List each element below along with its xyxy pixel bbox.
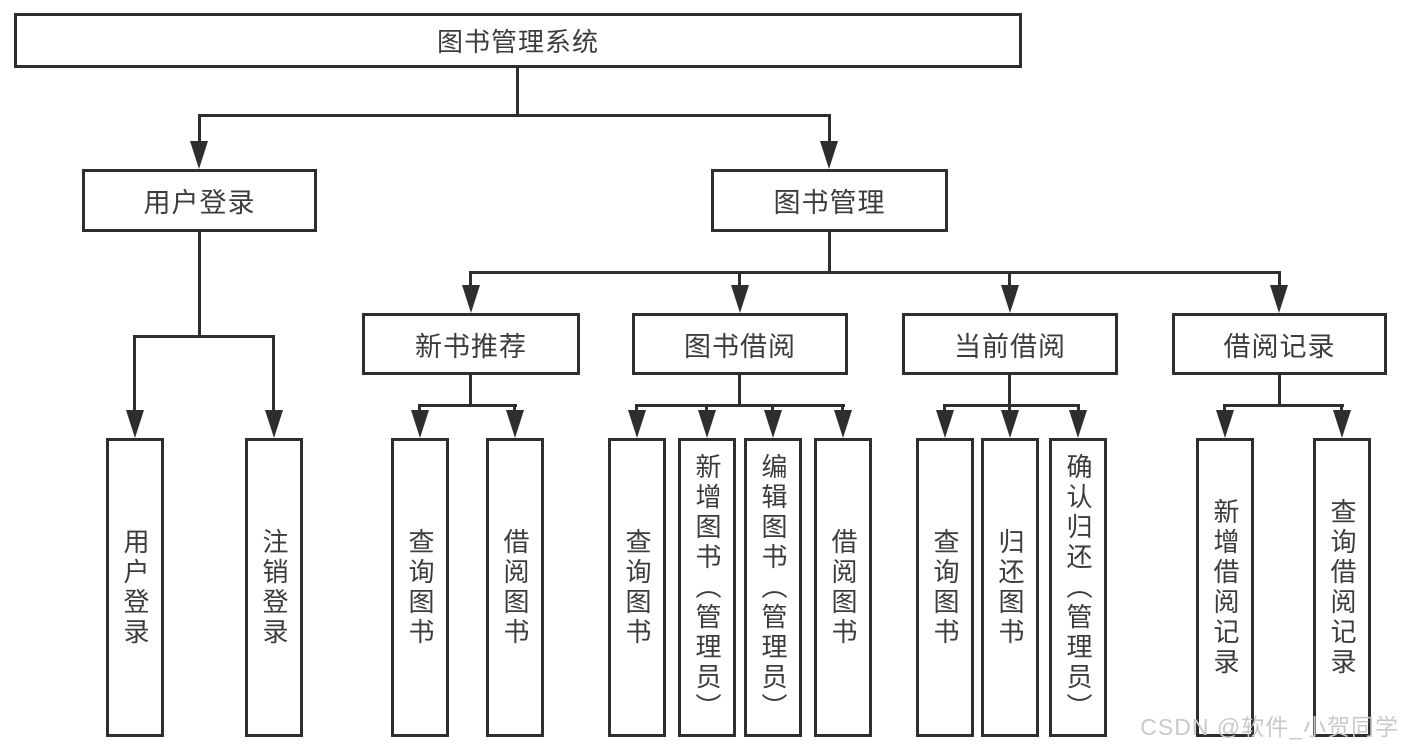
leaf-user-login-label: 用户登录 xyxy=(120,527,150,648)
connector-line xyxy=(469,271,472,287)
arrow-down-icon xyxy=(764,410,782,438)
node-book-management: 图书管理 xyxy=(711,169,948,232)
connector-line xyxy=(469,375,472,407)
leaf-logout-label: 注销登录 xyxy=(259,527,289,648)
leaf-edit-book-admin: 编辑图书（管理员） xyxy=(744,438,802,737)
node-current-borrowing: 当前借阅 xyxy=(902,313,1118,375)
leaf-logout: 注销登录 xyxy=(245,438,303,737)
connector-line xyxy=(1008,271,1011,287)
leaf-query-books-borrowing: 查询图书 xyxy=(608,438,666,737)
connector-line xyxy=(469,271,1281,274)
node-library-management-system: 图书管理系统 xyxy=(14,13,1022,68)
connector-line xyxy=(828,114,831,144)
connector-line xyxy=(516,68,519,117)
connector-line xyxy=(133,335,136,412)
leaf-query-books-recommend-label: 查询图书 xyxy=(405,527,435,648)
leaf-query-books-recommend: 查询图书 xyxy=(391,438,449,737)
connector-line xyxy=(198,114,201,144)
arrow-down-icon xyxy=(506,410,524,438)
leaf-query-books-current: 查询图书 xyxy=(916,438,974,737)
connector-line xyxy=(198,114,831,117)
arrow-down-icon xyxy=(190,141,208,169)
connector-line xyxy=(635,404,845,407)
arrow-down-icon xyxy=(1001,285,1019,313)
connector-line xyxy=(1008,375,1011,407)
leaf-query-borrow-record: 查询借阅记录 xyxy=(1313,438,1371,737)
leaf-borrow-books-recommend: 借阅图书 xyxy=(486,438,544,737)
connector-line xyxy=(738,271,741,287)
leaf-confirm-return-admin-label: 确认归还（管理员） xyxy=(1063,452,1093,723)
arrow-down-icon xyxy=(265,410,283,438)
arrow-down-icon xyxy=(1001,410,1019,438)
leaf-add-borrow-record: 新增借阅记录 xyxy=(1196,438,1254,737)
arrow-down-icon xyxy=(1216,410,1234,438)
arrow-down-icon xyxy=(834,410,852,438)
connector-line xyxy=(635,404,638,414)
arrow-down-icon xyxy=(126,410,144,438)
arrow-down-icon xyxy=(1333,410,1351,438)
connector-line xyxy=(418,404,421,414)
connector-line xyxy=(738,375,741,407)
connector-line xyxy=(828,232,831,274)
leaf-add-borrow-record-label: 新增借阅记录 xyxy=(1210,497,1240,678)
node-new-book-recommend: 新书推荐 xyxy=(362,313,580,375)
node-borrowing-records: 借阅记录 xyxy=(1172,313,1387,375)
connector-line xyxy=(1278,271,1281,287)
leaf-return-book-label: 归还图书 xyxy=(995,527,1025,648)
leaf-query-books-current-label: 查询图书 xyxy=(930,527,960,648)
leaf-return-book: 归还图书 xyxy=(981,438,1039,737)
connector-line xyxy=(705,404,708,414)
connector-line xyxy=(513,404,516,414)
connector-line xyxy=(1278,375,1281,407)
connector-line xyxy=(1223,404,1344,407)
arrow-down-icon xyxy=(411,410,429,438)
leaf-borrow-books-recommend-label: 借阅图书 xyxy=(500,527,530,648)
csdn-watermark: CSDN @软件_小贺同学 xyxy=(1140,714,1399,740)
arrow-down-icon xyxy=(936,410,954,438)
connector-line xyxy=(943,404,1080,407)
leaf-edit-book-admin-label: 编辑图书（管理员） xyxy=(758,452,788,723)
connector-line xyxy=(1340,404,1343,414)
leaf-borrow-books-borrowing-label: 借阅图书 xyxy=(828,527,858,648)
arrow-down-icon xyxy=(820,141,838,169)
connector-line xyxy=(943,404,946,414)
leaf-query-borrow-record-label: 查询借阅记录 xyxy=(1327,497,1357,678)
connector-line xyxy=(198,232,201,338)
leaf-borrow-books-borrowing: 借阅图书 xyxy=(814,438,872,737)
connector-line xyxy=(841,404,844,414)
connector-line xyxy=(418,404,517,407)
leaf-query-books-borrowing-label: 查询图书 xyxy=(622,527,652,648)
arrow-down-icon xyxy=(698,410,716,438)
arrow-down-icon xyxy=(462,285,480,313)
leaf-user-login: 用户登录 xyxy=(106,438,164,737)
leaf-add-book-admin-label: 新增图书（管理员） xyxy=(692,452,722,723)
arrow-down-icon xyxy=(731,285,749,313)
arrow-down-icon xyxy=(628,410,646,438)
leaf-confirm-return-admin: 确认归还（管理员） xyxy=(1049,438,1107,737)
connector-line xyxy=(1223,404,1226,414)
arrow-down-icon xyxy=(1069,410,1087,438)
node-book-borrowing: 图书借阅 xyxy=(632,313,848,375)
leaf-add-book-admin: 新增图书（管理员） xyxy=(678,438,736,737)
node-user-login: 用户登录 xyxy=(82,169,317,232)
arrow-down-icon xyxy=(1270,285,1288,313)
connector-line xyxy=(771,404,774,414)
connector-line xyxy=(272,335,275,412)
connector-line xyxy=(133,335,275,338)
connector-line xyxy=(1077,404,1080,414)
connector-line xyxy=(1008,404,1011,414)
